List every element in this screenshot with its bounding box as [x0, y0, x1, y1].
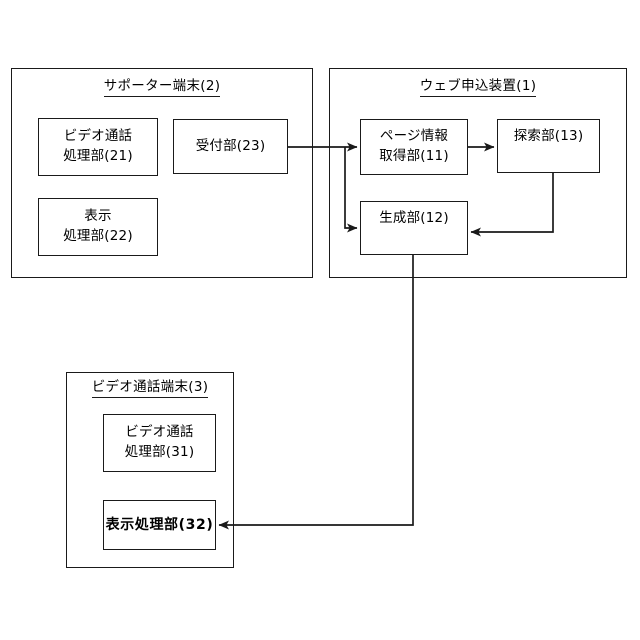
panel-title-video-call-terminal: ビデオ通話端末(3): [66, 379, 234, 398]
panel-title-text: ウェブ申込装置(1): [419, 78, 537, 97]
unit-display-processing-32: 表示処理部(32): [103, 500, 216, 550]
unit-label-line: 表示: [84, 208, 112, 225]
unit-display-processing-22: 表示処理部(22): [38, 198, 158, 256]
connector-reception-branch-to-generation: [344, 147, 358, 233]
unit-page-info-acquisition-11: ページ情報取得部(11): [360, 119, 468, 175]
unit-label-line: ページ情報: [379, 128, 449, 145]
unit-video-call-processing-21: ビデオ通話処理部(21): [38, 118, 158, 176]
unit-label-line: 生成部(12): [379, 210, 449, 226]
unit-reception-23: 受付部(23): [173, 119, 288, 174]
unit-label-line: 受付部(23): [195, 137, 266, 154]
unit-video-call-processing-31: ビデオ通話処理部(31): [103, 414, 216, 472]
panel-video-call-terminal: [66, 372, 234, 568]
unit-label-line: 表示処理部(32): [105, 516, 214, 533]
unit-label-line: 処理部(21): [63, 148, 133, 164]
unit-label-line: ビデオ通話: [125, 424, 194, 441]
panel-title-supporter-terminal: サポーター端末(2): [11, 78, 313, 97]
panel-web-application-device: [329, 68, 627, 278]
unit-label-line: 取得部(11): [379, 148, 449, 164]
connector-generation-to-display-processing-32: [218, 255, 414, 530]
unit-label-line: ビデオ通話: [63, 128, 133, 145]
panel-title-text: ビデオ通話端末(3): [91, 379, 209, 398]
unit-generation-12: 生成部(12): [360, 201, 468, 255]
unit-label-line: 処理部(31): [124, 444, 195, 460]
connector-search-to-generation: [470, 173, 554, 237]
panel-title-text: サポーター端末(2): [103, 78, 221, 97]
panel-title-web-application-device: ウェブ申込装置(1): [329, 78, 627, 97]
panel-supporter-terminal: [11, 68, 313, 278]
unit-label-line: 処理部(22): [63, 228, 133, 244]
unit-label-line: 探索部(13): [513, 128, 584, 144]
unit-search-13: 探索部(13): [497, 119, 600, 173]
